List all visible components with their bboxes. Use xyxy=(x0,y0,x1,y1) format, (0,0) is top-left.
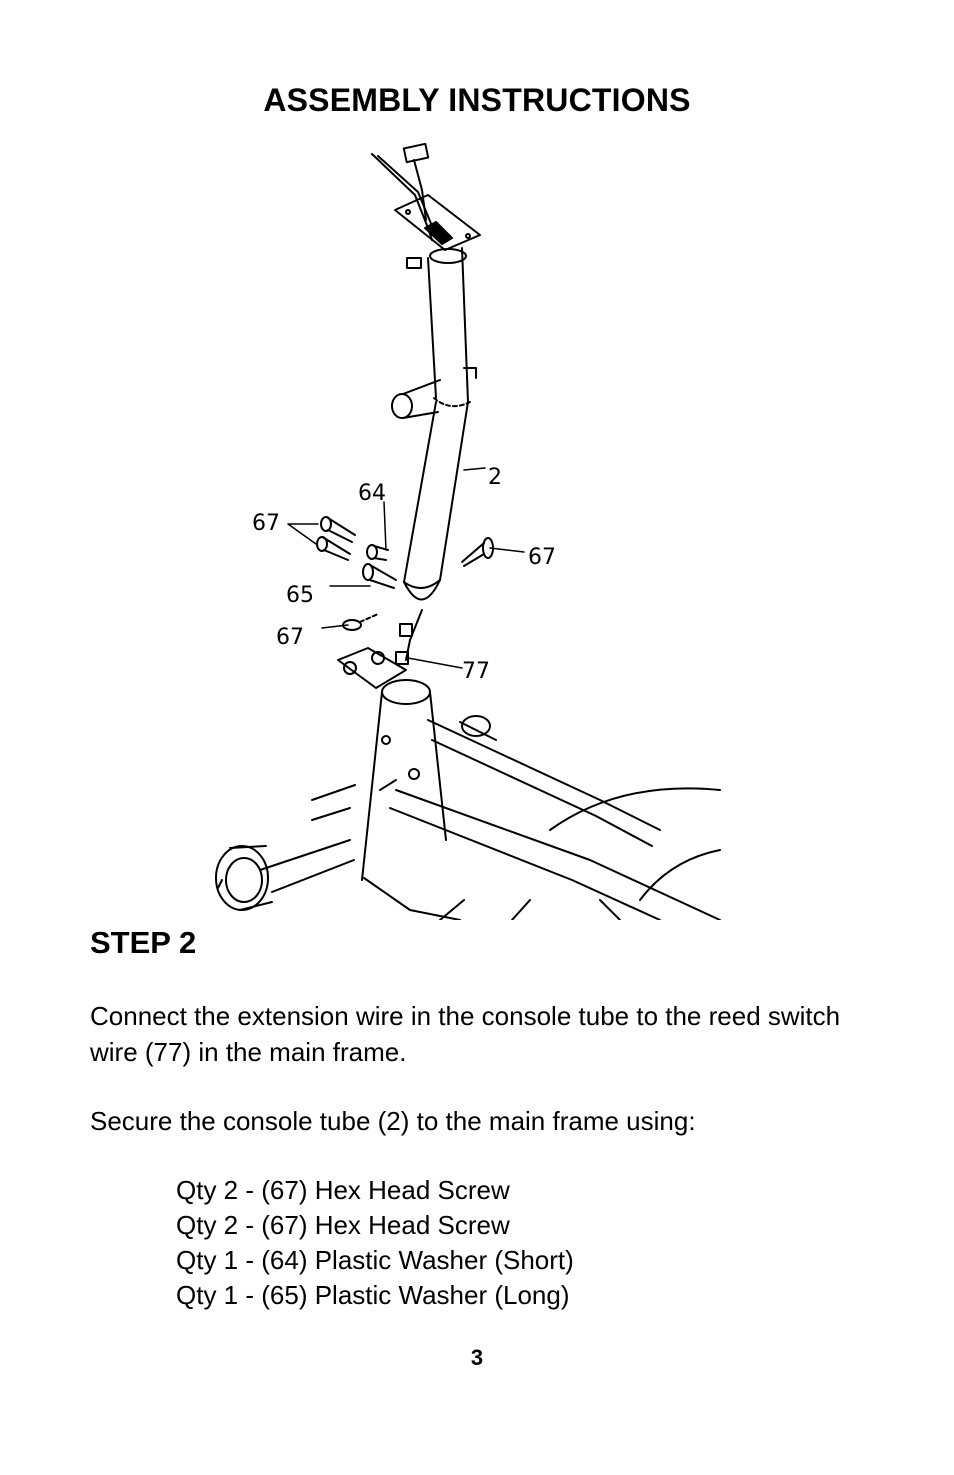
step-heading: STEP 2 xyxy=(90,925,197,960)
hex-screws-67-left xyxy=(316,516,356,561)
instruction-secure-tube: Secure the console tube (2) to the main … xyxy=(90,1106,696,1136)
callout-64: 64 xyxy=(358,481,386,506)
console-wires xyxy=(371,142,433,241)
hex-screw-67-lower xyxy=(342,613,379,631)
callout-67-lower: 67 xyxy=(276,625,304,650)
callout-leaders xyxy=(287,467,525,669)
washer-65 xyxy=(362,563,397,589)
washer-64 xyxy=(366,544,389,561)
parts-list-item: Qty 1 - (64) Plastic Washer (Short) xyxy=(176,1245,574,1275)
callout-77: 77 xyxy=(462,659,490,684)
console-plate xyxy=(394,194,481,251)
wire-connector-upper xyxy=(399,623,413,637)
console-tube xyxy=(391,247,477,601)
callout-2: 2 xyxy=(488,465,502,490)
hex-screw-67-right xyxy=(461,537,494,567)
instruction-connect-wire: Connect the extension wire in the consol… xyxy=(90,1001,841,1067)
parts-list-item: Qty 1 - (65) Plastic Washer (Long) xyxy=(176,1280,570,1310)
callout-67-left: 67 xyxy=(252,511,280,536)
parts-list-item: Qty 2 - (67) Hex Head Screw xyxy=(176,1210,510,1240)
console-tab xyxy=(406,257,422,269)
page-number: 3 xyxy=(470,1345,484,1370)
parts-list-item: Qty 2 - (67) Hex Head Screw xyxy=(176,1175,510,1205)
callout-67-right: 67 xyxy=(528,545,556,570)
page-title: ASSEMBLY INSTRUCTIONS xyxy=(263,82,691,118)
main-frame xyxy=(215,647,721,920)
assembly-diagram: 2 64 67 67 65 67 77 xyxy=(200,140,740,920)
callout-65: 65 xyxy=(286,583,314,608)
parts-list: Qty 2 - (67) Hex Head Screw Qty 2 - (67)… xyxy=(176,1173,574,1313)
